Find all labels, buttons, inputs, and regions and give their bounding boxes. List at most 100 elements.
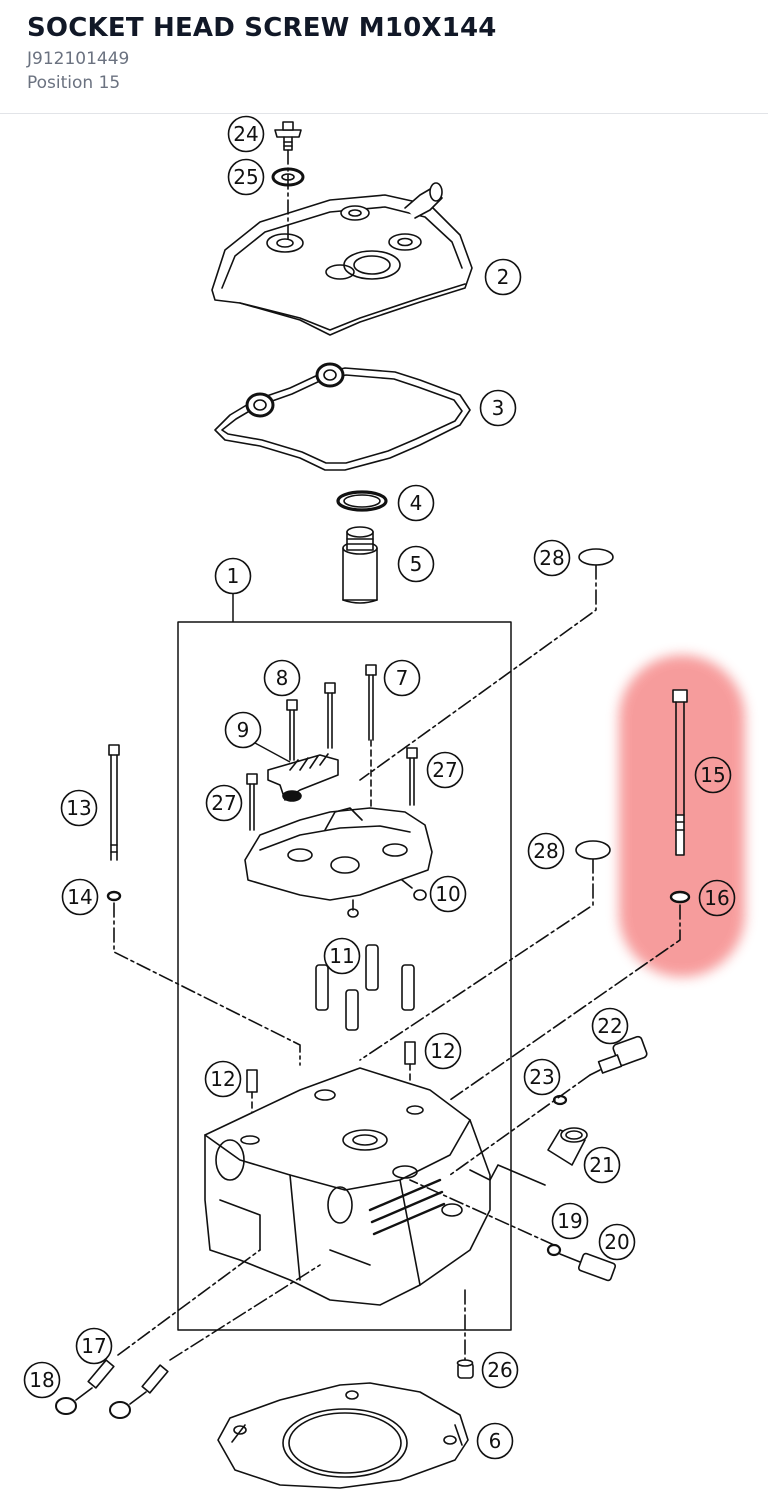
callout-circle (205, 784, 243, 822)
callout-label: 24 (233, 122, 258, 146)
part-26-plug[interactable] (456, 1289, 474, 1379)
part-24-bolt[interactable] (274, 121, 302, 151)
callout-circle (698, 879, 736, 917)
callout-circle (479, 389, 517, 427)
callout-11[interactable]: 11 (323, 937, 361, 975)
callout-label: 13 (66, 796, 91, 820)
part-28-o-ring-upper[interactable] (359, 548, 614, 781)
callout-14[interactable]: 14 (61, 878, 99, 916)
part-10-screw[interactable] (401, 879, 427, 901)
callout-10[interactable]: 10 (429, 875, 467, 913)
callout-5[interactable]: 5 (397, 545, 435, 583)
callout-circle (323, 937, 361, 975)
part-3-cover-gasket[interactable] (214, 362, 471, 471)
part-21-plug-sleeve[interactable] (547, 1127, 588, 1166)
callout-circle (397, 545, 435, 583)
exploded-parts-diagram: 2425234528187927271314102815161112122223… (23, 115, 745, 1489)
part-header: SOCKET HEAD SCREW M10X144 J912101449 Pos… (0, 0, 768, 114)
part-14-washer[interactable] (106, 890, 301, 1066)
callout-label: 3 (492, 396, 505, 420)
callout-label: 8 (276, 666, 289, 690)
part-9-chain-guide[interactable] (267, 753, 339, 802)
callout-12[interactable]: 12 (204, 1060, 242, 1098)
part-19-seal-ring[interactable] (546, 1243, 562, 1257)
callout-circle (551, 1202, 589, 1240)
callout-25[interactable]: 25 (227, 158, 265, 196)
callout-12[interactable]: 12 (424, 1032, 462, 1070)
callout-label: 12 (430, 1039, 455, 1063)
callout-19[interactable]: 19 (551, 1202, 589, 1240)
callout-label: 14 (67, 885, 92, 909)
callout-circle (383, 659, 421, 697)
part-17-dowel-pins[interactable] (87, 1249, 321, 1394)
callout-7[interactable]: 7 (383, 659, 421, 697)
callout-label: 26 (487, 1358, 512, 1382)
part-cam-bridge[interactable] (244, 807, 433, 918)
callout-22[interactable]: 22 (591, 1007, 629, 1045)
part-2-valve-cover[interactable] (211, 149, 473, 336)
callout-17[interactable]: 17 (75, 1327, 113, 1365)
callout-label: 22 (597, 1014, 622, 1038)
callout-8[interactable]: 8 (263, 659, 301, 697)
part-7-bolt[interactable] (365, 664, 377, 811)
callout-1[interactable]: 1 (214, 557, 252, 595)
callout-label: 28 (533, 839, 558, 863)
callout-20[interactable]: 20 (598, 1223, 636, 1261)
callout-label: 21 (589, 1153, 614, 1177)
callout-circle (227, 115, 265, 153)
part-1-cylinder-head[interactable] (204, 1067, 546, 1306)
part-22-sensor[interactable] (449, 1035, 648, 1176)
part-27-bolts[interactable] (246, 747, 418, 831)
callout-24[interactable]: 24 (227, 115, 265, 153)
callout-27[interactable]: 27 (205, 784, 243, 822)
callout-label: 5 (410, 552, 423, 576)
callout-label: 12 (210, 1067, 235, 1091)
callout-circle (214, 557, 252, 595)
callout-18[interactable]: 18 (23, 1361, 61, 1399)
callout-26[interactable]: 26 (481, 1351, 519, 1389)
callout-label: 27 (432, 758, 457, 782)
callout-circle (263, 659, 301, 697)
callout-circle (694, 756, 732, 794)
callout-3[interactable]: 3 (479, 389, 517, 427)
part-15-socket-head-screw[interactable] (672, 689, 688, 856)
callout-circle (523, 1058, 561, 1096)
callout-28[interactable]: 28 (533, 539, 571, 577)
part-position: Position 15 (27, 73, 121, 93)
callout-circle (426, 751, 464, 789)
callout-circle (397, 484, 435, 522)
part-20-temp-sensor[interactable] (409, 1179, 617, 1282)
part-16-washer[interactable] (449, 890, 691, 1101)
callout-23[interactable]: 23 (523, 1058, 561, 1096)
callout-27[interactable]: 27 (426, 751, 464, 789)
part-6-head-gasket[interactable] (217, 1382, 469, 1489)
callout-21[interactable]: 21 (583, 1146, 621, 1184)
callout-label: 28 (539, 546, 564, 570)
callout-28[interactable]: 28 (527, 832, 565, 870)
part-13-stud-bolt[interactable] (108, 744, 120, 861)
callout-label: 16 (704, 886, 729, 910)
part-4-o-ring[interactable] (336, 490, 388, 512)
callout-16[interactable]: 16 (698, 879, 736, 917)
callout-15[interactable]: 15 (694, 756, 732, 794)
callout-circle (204, 1060, 242, 1098)
part-5-spark-plug-tube[interactable] (342, 526, 378, 604)
callout-circle (60, 789, 98, 827)
callout-2[interactable]: 2 (484, 258, 522, 296)
callout-label: 10 (435, 882, 460, 906)
part-23-seal-ring[interactable] (552, 1094, 568, 1106)
part-18-nuts[interactable] (55, 1387, 147, 1419)
callout-label: 2 (497, 265, 510, 289)
callout-9[interactable]: 9 (224, 711, 262, 749)
callout-6[interactable]: 6 (476, 1422, 514, 1460)
callout-circle (591, 1007, 629, 1045)
part-11-valve-guides[interactable] (315, 944, 415, 1031)
part-8-bolts[interactable] (286, 682, 336, 761)
part-number: J912101449 (27, 49, 130, 69)
callout-circle (583, 1146, 621, 1184)
part-28-o-ring-lower[interactable] (359, 840, 611, 1061)
callout-13[interactable]: 13 (60, 789, 98, 827)
callout-label: 19 (557, 1209, 582, 1233)
callout-4[interactable]: 4 (397, 484, 435, 522)
callout-label: 17 (81, 1334, 106, 1358)
